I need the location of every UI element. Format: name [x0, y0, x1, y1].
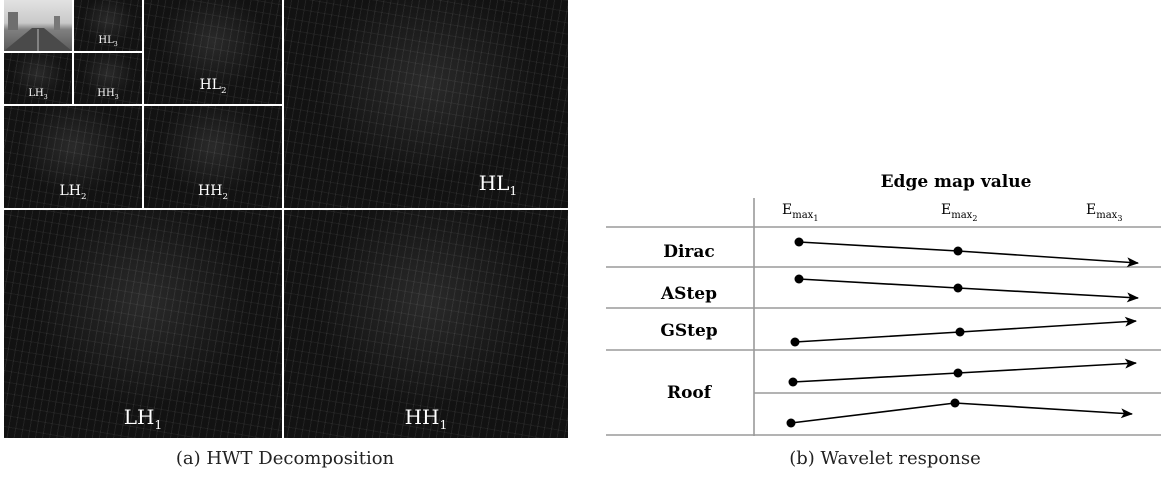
subband-label-lh3: LH3	[28, 88, 48, 101]
caption-hwt-decomposition: (a) HWT Decomposition	[175, 448, 395, 469]
subband-label-hl1: HL1	[478, 171, 518, 198]
subband-hl2: HL2	[144, 0, 282, 104]
subband-label-hh1: HH1	[404, 405, 448, 432]
subband-label-hl2: HL2	[199, 77, 227, 96]
caption-wavelet-response: (b) Wavelet response	[789, 448, 981, 469]
point-dirac-emax2	[953, 246, 963, 256]
row-label-gstep: GStep	[660, 321, 718, 341]
point-astep-emax2	[953, 283, 963, 293]
point-roof-upper-emax1	[788, 377, 798, 387]
response-roof-upper	[788, 358, 1137, 387]
subband-label-lh1: LH1	[123, 405, 163, 432]
row-label-astep: AStep	[660, 284, 718, 304]
row-label-dirac: Dirac	[663, 242, 715, 262]
subband-lh1: LH1	[4, 210, 282, 438]
wavelet-response-table: Edge map value Emax1 Emax2 Emax3 Dirac A…	[606, 160, 1161, 445]
response-astep	[794, 274, 1139, 303]
subband-lh3: LH3	[4, 53, 72, 104]
point-gstep-emax2	[955, 327, 965, 337]
row-label-roof: Roof	[666, 383, 712, 403]
subband-label-hh3: HH3	[97, 88, 119, 101]
subband-lh2: LH2	[4, 106, 142, 208]
subband-hh3: HH3	[74, 53, 142, 104]
point-gstep-emax1	[790, 337, 800, 347]
subband-ll3-image	[4, 0, 72, 51]
wavelet-response-lines	[606, 198, 1161, 436]
subband-hh2: HH2	[144, 106, 282, 208]
column-label-emax3: Emax3	[1086, 202, 1123, 223]
column-label-emax2: Emax2	[941, 202, 978, 223]
response-gstep	[790, 316, 1137, 347]
edge-map-value-header: Edge map value	[880, 172, 1032, 192]
subband-hl3: HL3	[74, 0, 142, 51]
subband-label-hl3: HL3	[98, 35, 118, 48]
point-dirac-emax1	[794, 237, 804, 247]
column-label-emax1: Emax1	[782, 202, 819, 223]
road-thumbnail-icon	[4, 12, 72, 51]
hwt-decomposition-figure: HL3 LH3 HH3 HL2 LH2 HH2 HL1 LH1 HH1	[4, 0, 568, 438]
subband-hh1: HH1	[284, 210, 568, 438]
response-roof-lower	[786, 398, 1133, 428]
response-dirac	[794, 237, 1139, 268]
point-roof-lower-emax2	[950, 398, 960, 408]
point-astep-emax1	[794, 274, 804, 284]
subband-hl1: HL1	[284, 0, 568, 208]
point-roof-upper-emax2	[953, 368, 963, 378]
point-roof-lower-emax1	[786, 418, 796, 428]
subband-label-lh2: LH2	[59, 183, 87, 202]
subband-label-hh2: HH2	[198, 183, 228, 202]
